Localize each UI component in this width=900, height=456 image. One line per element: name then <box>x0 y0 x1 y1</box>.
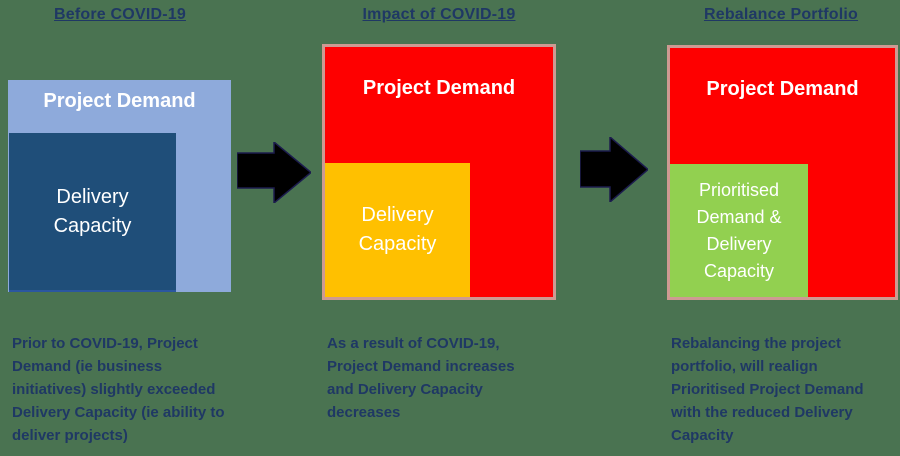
project-demand-label-before: Project Demand <box>43 90 196 112</box>
panel-title-rebalance: Rebalance Portfolio <box>703 6 859 23</box>
prioritised-demand-capacity-label: Prioritised Demand & Delivery Capacity <box>696 179 782 281</box>
project-demand-label-rebalance: Project Demand <box>706 78 859 100</box>
project-demand-box-rebalance: Project Demand Prioritised Demand & Deli… <box>667 45 898 300</box>
project-demand-box-impact: Project Demand Delivery Capacity <box>322 44 556 300</box>
delivery-capacity-box-before: Delivery Capacity <box>9 133 176 292</box>
delivery-capacity-label-impact: Delivery Capacity <box>358 204 437 255</box>
delivery-capacity-box-impact: Delivery Capacity <box>325 163 470 297</box>
right-block-arrow-icon <box>237 142 311 203</box>
panel-title-before-covid: Before COVID-19 <box>54 6 186 23</box>
panel-title-impact-covid: Impact of COVID-19 <box>362 6 516 23</box>
project-demand-box-before: Project Demand Delivery Capacity <box>8 80 231 292</box>
delivery-capacity-label-before: Delivery Capacity <box>53 185 132 237</box>
description-rebalance: Rebalancing the project portfolio, will … <box>671 335 864 444</box>
right-block-arrow-icon <box>580 137 648 202</box>
project-demand-label-impact: Project Demand <box>362 77 516 99</box>
description-impact-covid: As a result of COVID-19, Project Demand … <box>327 335 515 421</box>
description-before-covid: Prior to COVID-19, Project Demand (ie bu… <box>12 335 225 444</box>
prioritised-demand-capacity-box: Prioritised Demand & Delivery Capacity <box>670 164 808 297</box>
